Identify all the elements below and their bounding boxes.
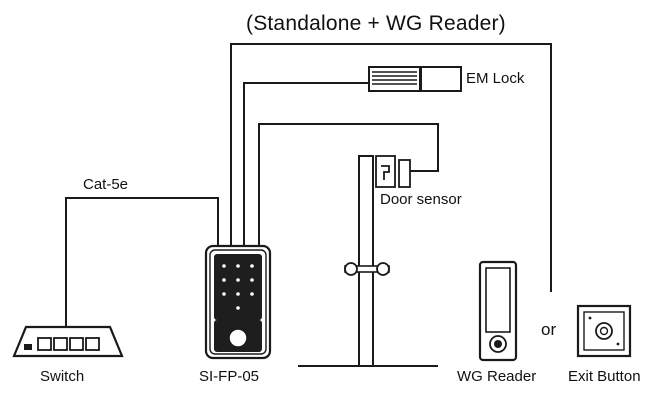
or-label: or bbox=[541, 320, 557, 339]
wg-reader-label: WG Reader bbox=[457, 368, 537, 385]
switch-label: Switch bbox=[40, 368, 85, 385]
wire-wg-reader bbox=[230, 43, 552, 292]
device-label: SI-FP-05 bbox=[199, 368, 260, 385]
wire-door-sensor bbox=[258, 123, 439, 250]
door-sensor-icon bbox=[375, 155, 411, 188]
wire-em-lock bbox=[243, 82, 370, 250]
network-switch-icon bbox=[12, 325, 124, 358]
em-lock-label: EM Lock bbox=[466, 70, 525, 87]
wg-reader-icon bbox=[478, 260, 518, 362]
exit-button-icon bbox=[576, 304, 632, 358]
exit-button-label: Exit Button bbox=[568, 368, 641, 385]
keypad-reader-icon bbox=[204, 244, 272, 360]
em-lock-icon bbox=[368, 66, 462, 92]
door-handle-icon bbox=[344, 155, 390, 367]
door-sensor-label: Door sensor bbox=[380, 191, 462, 208]
diagram-title: (Standalone + WG Reader) bbox=[246, 12, 506, 35]
wire-cat5e bbox=[65, 197, 219, 326]
cable-label: Cat-5e bbox=[83, 176, 129, 193]
